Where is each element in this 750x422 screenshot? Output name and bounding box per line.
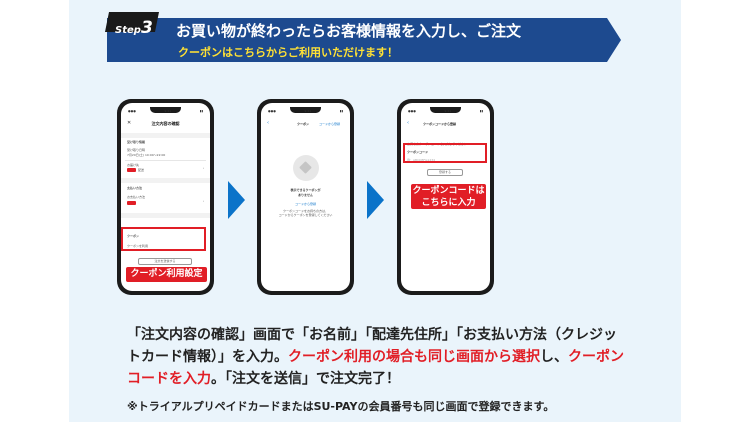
header-register-link[interactable]: コードから登録 <box>319 122 341 126</box>
status-bar: ●●●9:41▮▮ <box>408 109 483 113</box>
receive-date-label: 受け取り日時 <box>127 148 146 152</box>
delivery-badge-text: 配送 <box>138 168 145 172</box>
phone-notch <box>150 107 181 113</box>
empty-note-2: コードからクーポンを登録してください <box>278 213 333 217</box>
delivery-badge <box>127 168 136 172</box>
phone-order-confirm: ●●●9:41▮▮ ✕ 注文内容の確認 受け取り情報 受け取り日時 7月20日(… <box>117 99 214 295</box>
status-bar: ●●●9:41▮▮ <box>128 109 203 113</box>
callout-line-1: クーポンコードは <box>412 186 485 196</box>
phone-coupon-list: ●●●9:41▮▮ ‹ クーポン コードから登録 表示できるクーポンが ありませ… <box>257 99 354 295</box>
screen-title: クーポン <box>297 122 310 126</box>
send-order-button[interactable]: 注文を送信する <box>138 258 192 265</box>
step-banner: Step3 お買い物が終わったらお客様情報を入力し、ご注文 クーポンはこちらから… <box>103 12 623 64</box>
coupon-highlight-box <box>121 227 206 251</box>
banner-subtitle: クーポンはこちらからご利用いただけます！ <box>178 46 398 59</box>
coupon-code-input[interactable]: 例：ABCDEFG1234 <box>407 158 436 162</box>
coupon-tag-icon <box>293 155 319 181</box>
code-input-highlight-box <box>403 143 487 163</box>
payment-label: お支払い方法 <box>127 195 146 199</box>
empty-title: 表示できるクーポンが <box>290 188 321 192</box>
register-link[interactable]: コードから登録 <box>294 202 316 206</box>
section-divider <box>121 133 210 138</box>
description-text: 「注文内容の確認」画面で「お名前」「配達先住所」「お支払い方法（クレジットカード… <box>127 324 627 390</box>
close-icon[interactable]: ✕ <box>127 120 132 126</box>
receive-date-value: 7月20日(土) 10:00〜22:00 <box>127 153 166 157</box>
coupon-use-row[interactable]: クーポンを利用 <box>127 244 149 248</box>
callout-enter-code: クーポンコードは こちらに入力 <box>410 183 487 210</box>
banner-title: お買い物が終わったらお客様情報を入力し、ご注文 <box>176 22 522 40</box>
step-number: 3 <box>140 18 153 38</box>
divider <box>125 160 206 161</box>
empty-note: クーポンコードをお持ちの方は、 <box>282 209 328 213</box>
screen-title: 注文内容の確認 <box>151 121 180 126</box>
phone-notch <box>290 107 321 113</box>
section-payment: 支払い方法 <box>127 186 143 190</box>
register-button[interactable]: 登録する <box>427 169 463 176</box>
coupon-label: クーポン <box>127 234 140 238</box>
chevron-right-icon[interactable]: › <box>202 199 204 203</box>
callout-line-2: こちらに入力 <box>421 198 476 208</box>
desc-part-4: クーポンコードを入力 <box>127 349 624 387</box>
back-icon[interactable]: ‹ <box>407 120 409 126</box>
next-arrow-icon <box>228 181 245 219</box>
next-arrow-icon <box>367 181 384 219</box>
section-receive: 受け取り情報 <box>127 140 146 144</box>
callout-coupon-setting: クーポン利用設定 <box>125 266 208 283</box>
phone-screen: ●●●9:41▮▮ ‹ クーポン コードから登録 表示できるクーポンが ありませ… <box>261 103 350 291</box>
step-label: Step3 <box>115 18 163 38</box>
receive-place-label: お届け先 <box>127 163 140 167</box>
step-word: Step <box>115 25 141 36</box>
payment-badge <box>127 201 136 205</box>
chevron-right-icon[interactable]: › <box>202 166 204 170</box>
screen-title: クーポンコードから登録 <box>423 122 457 126</box>
status-bar: ●●●9:41▮▮ <box>268 109 343 113</box>
desc-part-2: クーポン利用の場合も同じ画面から選択 <box>288 349 540 365</box>
footnote: ※トライアルプリペイドカードまたはSU-PAYの会員番号も同じ画面で登録できます… <box>127 400 555 413</box>
desc-part-3: し、 <box>540 349 568 365</box>
empty-title-2: ありません <box>298 193 313 197</box>
desc-part-1: 「注文内容の確認」画面で「お名前」「配達先住所」「お支払い方法（クレジットカード… <box>127 327 617 365</box>
desc-part-5: 。「注文を送信」で注文完了！ <box>211 371 400 387</box>
banner-shape <box>105 12 621 62</box>
phone-screen: ●●●9:41▮▮ ✕ 注文内容の確認 受け取り情報 受け取り日時 7月20日(… <box>121 103 210 291</box>
phone-notch <box>430 107 461 113</box>
section-divider <box>121 213 210 218</box>
back-icon[interactable]: ‹ <box>267 120 269 126</box>
coupon-code-label: クーポンコード <box>407 150 429 154</box>
section-divider <box>121 178 210 183</box>
